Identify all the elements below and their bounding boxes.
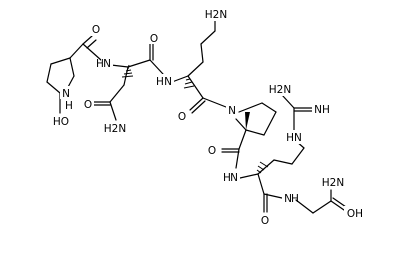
atom-label-oxygen: O <box>150 33 158 45</box>
atom-label-hydrogen: H <box>223 172 231 184</box>
atom-label-hydrogen: H <box>96 58 104 70</box>
atom-label-amine: H2N <box>269 84 291 96</box>
atom-label-nitrogen: N <box>103 58 111 70</box>
atom-label-amine: H2N <box>322 177 344 189</box>
atom-label-imine: NH <box>314 104 330 116</box>
atom-label-oxygen: O <box>261 215 269 227</box>
hashed-bond-orn <box>183 78 195 89</box>
atom-label-hydrogen: H <box>65 100 73 112</box>
atom-label-nitrogen: N <box>62 88 70 100</box>
hashed-bond-asn <box>121 64 134 78</box>
atom-labels: O N H HO N H O O H2N N H H2N O N H2N NH … <box>50 7 366 227</box>
atom-label-hydroxyl: HO <box>53 116 69 128</box>
atom-label-oxygen: O <box>178 111 186 123</box>
atom-label-hydroxyl: OH <box>347 208 363 220</box>
atom-label-nitrogen: N <box>228 105 236 117</box>
atom-label-nitrogen: N <box>164 76 172 88</box>
stereo-bonds <box>121 64 269 174</box>
hashed-bond-arg <box>256 161 269 174</box>
wedge-bond-pro <box>245 112 250 130</box>
bond-lines <box>46 19 347 214</box>
atom-label-hydrogen: H <box>156 76 164 88</box>
atom-label-amine: H2N <box>104 123 126 135</box>
atom-label-oxygen: O <box>92 24 100 36</box>
atom-label-oxygen: O <box>208 145 216 157</box>
atom-label-hydrogen: H <box>291 193 299 205</box>
atom-label-imino-nitrogen: HN <box>286 132 302 144</box>
atom-label-amine: H2N <box>205 9 227 21</box>
atom-label-nitrogen: N <box>284 193 292 205</box>
atom-label-nitrogen: N <box>230 172 238 184</box>
atom-label-oxygen: O <box>84 99 92 111</box>
